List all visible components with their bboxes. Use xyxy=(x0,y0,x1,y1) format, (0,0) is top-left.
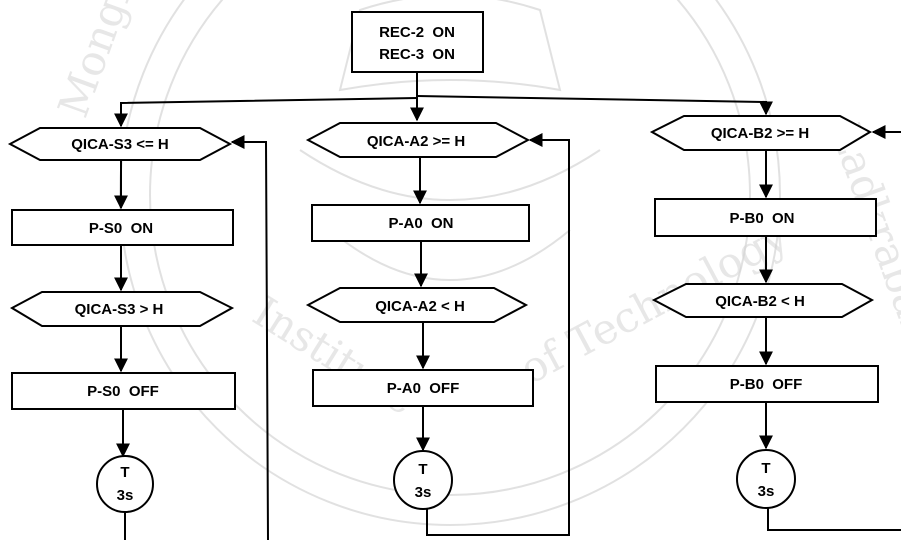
process-a-pump-off-label: P-A0 OFF xyxy=(387,380,460,397)
watermark-text-far-left: Mongkut's xyxy=(48,0,171,123)
loop-s-return xyxy=(232,142,268,540)
start-line-1: REC-2 ON xyxy=(379,24,455,41)
decision-b-low-label: QICA-B2 < H xyxy=(715,293,805,310)
decision-s-high-label: QICA-S3 <= H xyxy=(71,136,169,153)
process-s-pump-on-label: P-S0 ON xyxy=(89,220,153,237)
process-a-pump-on-label: P-A0 ON xyxy=(388,215,453,232)
decision-b-high-label: QICA-B2 >= H xyxy=(711,125,809,142)
watermark-seal: Institute of Technology Mongkut's Ladkra… xyxy=(48,0,901,525)
timer-s-label: T xyxy=(120,464,129,481)
start-line-2: REC-3 ON xyxy=(379,46,455,63)
process-b-pump-on-label: P-B0 ON xyxy=(729,210,794,227)
timer-b-value: 3s xyxy=(758,483,775,500)
start-process-box: REC-2 ON REC-3 ON xyxy=(352,12,483,72)
process-s-pump-off-label: P-S0 OFF xyxy=(87,383,159,400)
decision-s-low-label: QICA-S3 > H xyxy=(75,301,164,318)
decision-a-low-label: QICA-A2 < H xyxy=(375,298,465,315)
decision-a-high-label: QICA-A2 >= H xyxy=(367,133,465,150)
timer-a-value: 3s xyxy=(415,484,432,501)
timer-a-label: T xyxy=(418,461,427,478)
watermark-text-far-right: Ladkrabang xyxy=(821,117,901,375)
process-b-pump-off-label: P-B0 OFF xyxy=(730,376,803,393)
loop-b-return-bottom xyxy=(768,508,901,530)
column-s: QICA-S3 <= H P-S0 ON QICA-S3 > H P-S0 OF… xyxy=(10,128,268,540)
timer-s-value: 3s xyxy=(117,487,134,504)
timer-b-label: T xyxy=(761,460,770,477)
